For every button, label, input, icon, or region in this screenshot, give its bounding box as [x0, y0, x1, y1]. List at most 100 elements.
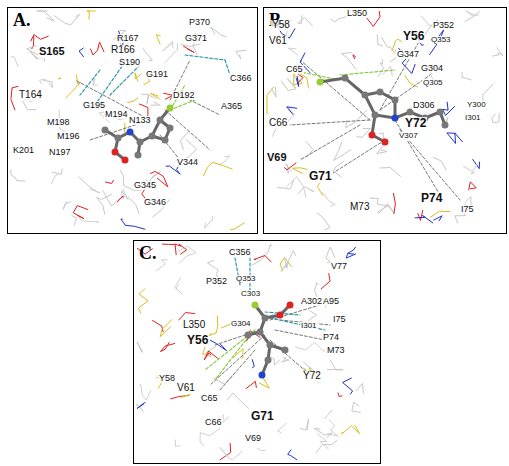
residue-stick [79, 177, 100, 193]
residue-stick [103, 190, 121, 205]
residue-stick [434, 216, 443, 221]
residue-stick [327, 360, 343, 370]
residue-stick [352, 402, 361, 412]
residue-stick [143, 48, 152, 60]
residue-stick [466, 11, 479, 16]
residue-label: Y56 [186, 334, 209, 347]
residue-stick [443, 102, 455, 116]
residue-stick [342, 53, 356, 70]
residue-stick [322, 192, 335, 206]
panel-letter: C. [139, 243, 157, 264]
residue-label: M73 [326, 346, 346, 355]
residue-stick [393, 193, 395, 214]
residue-stick [223, 415, 229, 423]
residue-label: C66 [204, 418, 223, 427]
residue-label: I75 [460, 205, 475, 214]
residue-stick [135, 73, 141, 82]
residue-stick [175, 244, 187, 254]
residue-stick [381, 37, 395, 53]
residue-label: G345 [133, 181, 157, 190]
residue-stick [433, 157, 446, 170]
residue-label: C65 [200, 394, 219, 403]
residue-label: Y58 [158, 374, 176, 383]
residue-label: L350 [182, 320, 206, 331]
residue-stick [162, 244, 176, 255]
residue-stick [288, 450, 298, 460]
ligand-a [75, 55, 230, 164]
residue-stick [210, 27, 226, 38]
residue-stick [163, 41, 173, 51]
residue-label: N133 [128, 116, 152, 125]
residue-stick [178, 246, 196, 263]
residue-label: C303 [240, 290, 261, 298]
residue-stick [463, 163, 478, 174]
residue-stick [164, 43, 177, 63]
residue-stick [462, 72, 472, 80]
residue-stick [492, 47, 503, 56]
residue-stick [117, 196, 123, 202]
residue-stick [333, 161, 344, 177]
residue-label: V61 [176, 383, 196, 394]
residue-stick [138, 288, 148, 313]
residue-stick [220, 447, 243, 460]
residue-label: R167 [116, 34, 140, 43]
residue-stick [418, 210, 423, 220]
residue-stick [209, 316, 217, 336]
residue-stick [128, 197, 139, 214]
residue-label: G71 [250, 410, 275, 423]
residue-stick [284, 163, 296, 170]
residue-stick [58, 78, 61, 79]
residue-stick [287, 177, 306, 198]
residue-label: G346 [143, 198, 167, 207]
residue-stick [326, 247, 335, 263]
residue-label: Y72 [404, 117, 427, 130]
residue-stick [137, 403, 145, 409]
residue-stick [300, 419, 309, 430]
residue-stick [139, 384, 151, 400]
residue-stick [122, 189, 129, 199]
residue-stick [306, 141, 313, 157]
residue-stick [285, 258, 288, 269]
residue-stick [79, 48, 84, 57]
residue-stick [287, 107, 297, 115]
residue-stick [90, 42, 104, 55]
residue-stick [156, 35, 160, 45]
residue-stick [334, 142, 352, 161]
residue-stick [357, 129, 371, 138]
residue-stick [73, 206, 88, 219]
residue-label: G195 [82, 101, 106, 110]
residue-label: G191 [145, 70, 169, 79]
residue-stick [175, 440, 180, 447]
residue-stick [347, 247, 355, 254]
residue-stick [43, 81, 52, 88]
residue-stick [205, 216, 213, 228]
residue-label: Q353 [430, 36, 452, 44]
residue-label: K201 [12, 146, 35, 155]
residue-stick [254, 256, 272, 263]
residue-stick [366, 11, 380, 26]
residue-stick [492, 113, 499, 123]
residue-label: M194 [104, 110, 129, 119]
residue-stick [204, 351, 219, 360]
residue-label: N197 [48, 148, 72, 157]
residue-stick [160, 319, 172, 337]
residue-stick [298, 187, 315, 195]
residue-label: C66 [268, 118, 288, 129]
ligand-b [290, 40, 460, 200]
residue-stick [51, 174, 58, 184]
residue-stick [40, 79, 47, 84]
residue-stick [156, 260, 168, 272]
residue-stick [469, 182, 477, 190]
residue-label: Q353 [235, 275, 257, 283]
residue-stick [380, 168, 401, 177]
residue-label: M196 [56, 132, 81, 141]
panel-letter: A. [13, 10, 31, 31]
residue-stick [316, 440, 337, 453]
residue-stick [370, 198, 388, 206]
residue-stick [321, 273, 330, 289]
residue-label: S165 [38, 46, 66, 58]
residue-stick [483, 84, 493, 101]
residue-stick [473, 159, 480, 168]
residue-stick [280, 258, 292, 272]
